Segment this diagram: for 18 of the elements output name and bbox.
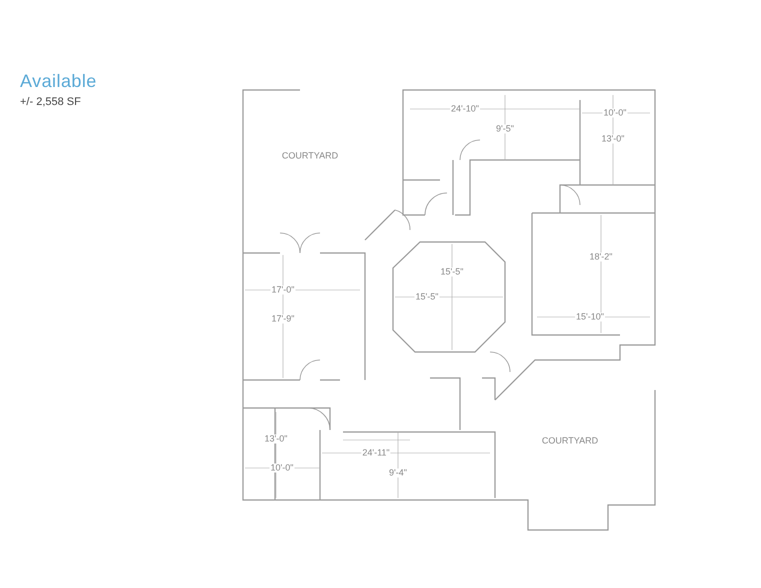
dimension-text: 13'-0" — [600, 134, 626, 144]
dimension-text: 15'-5" — [414, 292, 440, 302]
dimension-text: 17'-0" — [270, 286, 296, 294]
dimension-text: 18'-2" — [588, 252, 614, 262]
dimension-text: 17'-9" — [270, 314, 296, 324]
room-label: COURTYARD — [540, 436, 600, 446]
dimension-text: 10'-0" — [270, 464, 294, 472]
area-note: +/- 2,558 SF — [20, 97, 81, 108]
title: Available — [20, 72, 97, 90]
dimension-text: 13'-0" — [264, 434, 288, 444]
dimension-text: 10'-0" — [602, 108, 628, 118]
room-label: COURTYARD — [280, 152, 340, 160]
dimension-text: 15'-10" — [575, 312, 605, 322]
dimension-text: 9'-4" — [388, 468, 408, 478]
dimension-text: 15'-5" — [440, 268, 464, 276]
dimension-text: 9'-5" — [495, 124, 515, 134]
dimension-text: 24'-10" — [450, 104, 480, 114]
dimension-text: 24'-11" — [361, 448, 391, 458]
